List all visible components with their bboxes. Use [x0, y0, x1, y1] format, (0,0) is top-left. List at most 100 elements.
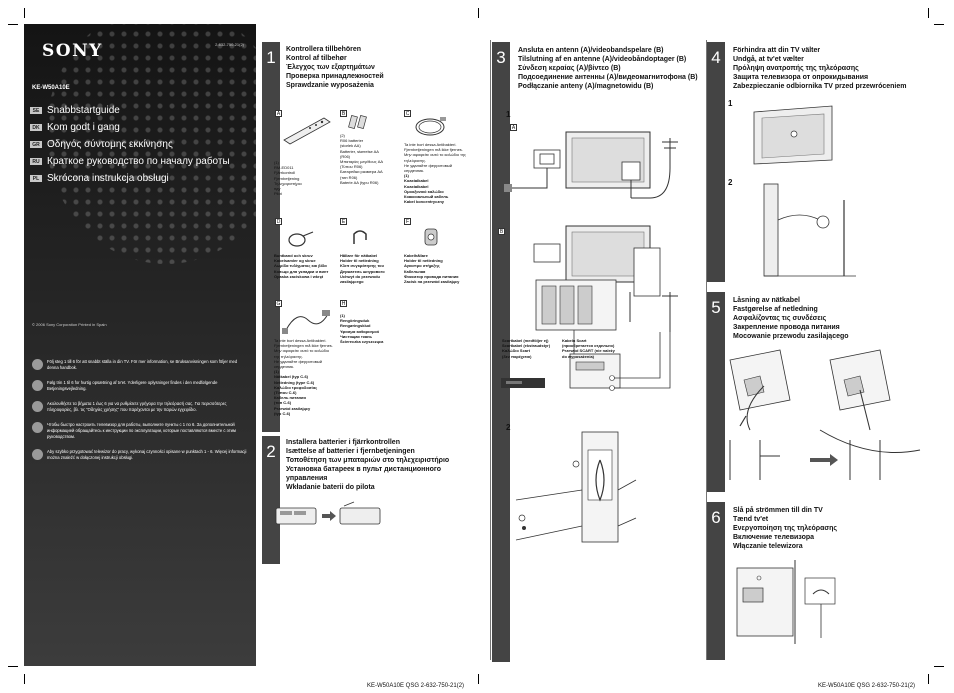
intro-note: Följ steg 1 till 6 för att snabbt ställa… — [32, 359, 247, 371]
text-line: Kabelsamler og skrue — [274, 258, 316, 264]
text-line: (1) — [340, 313, 345, 318]
heading-line: Установка батареек в пульт дистанционног… — [286, 466, 442, 482]
accessory-text: Buntband och skruv Kabelsamler og skrue … — [274, 253, 328, 279]
sub-step-number: 1 — [506, 110, 511, 119]
sub-step-number: 2 — [728, 178, 733, 187]
accessory-text: Ta inte bort dessa Antibakteri. Fjernbet… — [274, 338, 334, 416]
dot-pattern — [46, 24, 256, 264]
text-line: Μην αφαιρείτε αυτό το καλώδιο της τηλεόρ… — [274, 348, 330, 359]
section-label: A — [510, 124, 517, 131]
text-line: (тип C-6) — [274, 400, 292, 406]
heading-line: Tænd tv'et — [733, 516, 769, 523]
crop-mark — [478, 8, 479, 18]
cord-holder-icon — [353, 230, 367, 244]
text-line: RM-ED011 — [274, 165, 294, 171]
crop-mark — [934, 24, 944, 25]
text-line: Nätkabel (typ C-6) — [274, 374, 309, 380]
text-line: Kabeln Scart — [562, 338, 587, 343]
crop-mark — [478, 674, 479, 684]
crop-mark — [8, 666, 18, 667]
power-on-illustration — [736, 560, 836, 644]
crop-mark — [928, 8, 929, 18]
text-line: Zacisk na przewód zasilający — [404, 279, 460, 285]
intro-note: Følg trin 1 til 6 for hurtig opsætning a… — [32, 380, 247, 392]
heading-line: Защита телевизора от опрокидывания — [733, 74, 869, 81]
accessory-text: (1) Rengöringsduk Rengøringsklud Υφασμα … — [340, 313, 383, 344]
step-heading: Kontrollera tillbehören Kontrol af tilbe… — [286, 45, 384, 90]
text-line: (1) — [404, 173, 409, 179]
sub-step-number: 2 — [506, 423, 511, 432]
text-line: (storlek AA) — [340, 143, 361, 149]
text-line: Kabel koncentryczny — [404, 199, 445, 205]
language-code: RU — [30, 158, 42, 165]
heading-line: Ενεργοποίηση της τηλεόρασης — [733, 525, 838, 532]
section-label: B — [498, 228, 505, 235]
accessory-label: E — [340, 218, 347, 225]
text-line: Καλώδιο Scart — [502, 348, 530, 354]
text-line: (1) — [274, 160, 279, 165]
text-line: Scartkabel (ekstraudstyr) — [502, 343, 551, 349]
heading-line: Podłączanie anteny (A)/magnetowidu (B) — [518, 83, 654, 90]
text-line: Не удаляйте ферритовый сердечник. — [274, 358, 322, 370]
person-icon — [32, 401, 43, 412]
text-line: (δεν παρέχεται) — [502, 353, 532, 359]
column-divider — [490, 40, 491, 660]
crop-mark — [24, 674, 25, 684]
text-line: Чистящая ткань — [340, 333, 372, 339]
text-line: (Τύπου R06) — [340, 164, 363, 170]
language-code: DK — [30, 124, 42, 131]
text-line: Μην αφαιρείτε αυτό το καλώδιο της τηλεόρ… — [404, 152, 466, 163]
text-line: Λωρίδα τυλίγματος και βίδα — [274, 263, 327, 269]
heading-line: Włączanie telewizora — [733, 543, 803, 550]
text-line: (1) — [274, 369, 279, 375]
text-line: Ta inte bort dessa Antibakteri. — [274, 338, 327, 343]
step-heading: Installera batterier i fjärrkontrollen I… — [286, 438, 481, 492]
text-line: Scartkabel (medföljer ej) — [502, 338, 549, 343]
text-line: Opaska zaciskowa i wkręt — [274, 273, 324, 279]
language-title: Краткое руководство по началу работы — [47, 156, 230, 167]
heading-line: Проверка принадлежностей — [286, 73, 384, 80]
step-number: 4 — [707, 42, 725, 282]
heading-line: Kontrol af tilbehør — [286, 55, 347, 62]
text-line: Fjernbetjening — [274, 175, 300, 181]
text-line: Baterie AA (typu R06) — [340, 179, 379, 185]
crop-mark — [24, 8, 25, 18]
text-line: Καλώδιο τροφοδοσίας — [274, 384, 318, 390]
heading-line: Tilslutning af en antenne (A)/videobåndo… — [518, 56, 687, 63]
footer-code: KE-W50A10E QSG 2-632-750-21(2) — [367, 683, 465, 689]
text-line: (2) — [340, 133, 345, 138]
step-heading: Ansluta en antenn (A)/videobandspelare (… — [518, 46, 698, 91]
text-line: (typ C-6) — [274, 410, 291, 416]
heading-line: Låsning av nätkabel — [733, 297, 800, 304]
accessory-text: (1) RM-ED011 Fjärrkontroll Fjernbetjenin… — [274, 160, 302, 196]
language-title: Οδηγός σύντομης εκκίνησης — [47, 139, 173, 150]
step-heading: Låsning av nätkabel Fastgørelse af netle… — [733, 296, 849, 341]
language-code: PL — [30, 175, 42, 182]
accessory-label: D — [275, 218, 282, 225]
text-line: Αγκιστρο στήριξης — [404, 263, 440, 269]
heading-line: Kontrollera tillbehören — [286, 46, 362, 53]
heading-line: Τοποθέτηση των μπαταριών στο τηλεχειριστ… — [286, 457, 450, 464]
wall-anchoring-illustration — [763, 183, 856, 277]
step-number: 5 — [707, 292, 725, 492]
vcr-connection-illustration — [533, 225, 678, 391]
person-icon — [32, 380, 43, 391]
heading-line: Σύνδεση κεραίας (A)/βίντεο (B) — [518, 65, 621, 72]
text-line: (Τύπου C-6) — [274, 390, 297, 396]
text-line: Υφασμα καθαρισμού — [340, 328, 380, 334]
crop-mark — [928, 674, 929, 684]
text-line: пду — [274, 186, 281, 192]
text-line: R06 batterier — [340, 138, 364, 144]
intro-note: Чтобы быстро настроить телевизор для раб… — [32, 422, 247, 440]
text-line: Rengöringsduk — [340, 318, 370, 324]
heading-line: Включение телевизора — [733, 534, 815, 541]
text-line: Не удаляйте ферритовый сердечник. — [404, 162, 452, 174]
step-heading: Förhindra att din TV välter Undgå, at tv… — [733, 46, 907, 91]
heading-line: Подсоединение антенны (A)/видеомагнитофо… — [518, 74, 698, 81]
text-line: Holder til netledning — [404, 258, 443, 264]
accessory-label: C — [404, 110, 411, 117]
